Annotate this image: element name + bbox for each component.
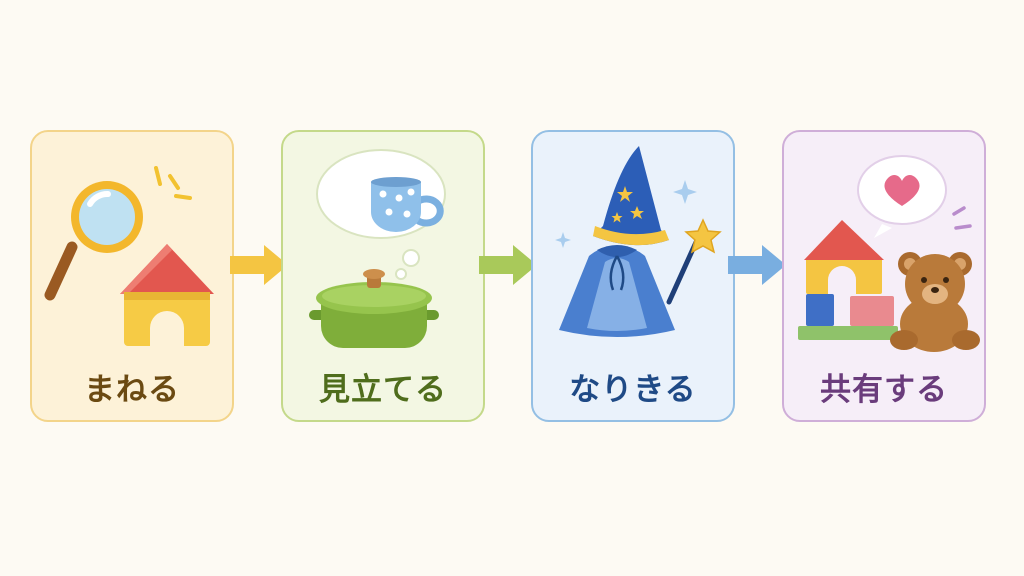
flow-arrow-icon — [728, 245, 786, 285]
stage-label: なりきる — [569, 372, 697, 408]
stage-illustration-pretend-object — [309, 149, 446, 348]
flow-arrow-icon — [230, 245, 288, 285]
stage-card-imitate: まねる — [30, 130, 234, 422]
teddy-bear-icon — [890, 252, 980, 352]
stage-illustration-imitate — [44, 166, 214, 346]
polka-dot-cup-icon — [371, 177, 444, 232]
magnifying-glass-icon — [44, 181, 143, 301]
sparkle-lines-icon — [154, 166, 192, 200]
stage-card-share: 共有する — [782, 130, 986, 422]
stage-card-role-play: なりきる — [531, 130, 735, 422]
stage-label: まねる — [84, 372, 180, 408]
twinkle-icon — [555, 180, 697, 248]
heart-bubble-icon — [857, 155, 947, 238]
stage-label: 共有する — [820, 372, 948, 408]
green-pot-icon — [309, 269, 439, 348]
star-wand-icon — [666, 218, 722, 305]
blue-cape-icon — [559, 245, 675, 337]
toy-house-block-icon — [120, 244, 214, 346]
stage-label: 見立てる — [319, 372, 447, 408]
stage-illustration-role-play — [555, 146, 722, 337]
stage-card-pretend-object: 見立てる — [281, 130, 485, 422]
sparkle-lines-icon — [952, 206, 972, 230]
stage-illustration-share — [798, 155, 980, 352]
wizard-hat-icon — [593, 146, 669, 246]
block-tower-icon — [798, 220, 898, 340]
flow-arrow-icon — [479, 245, 537, 285]
